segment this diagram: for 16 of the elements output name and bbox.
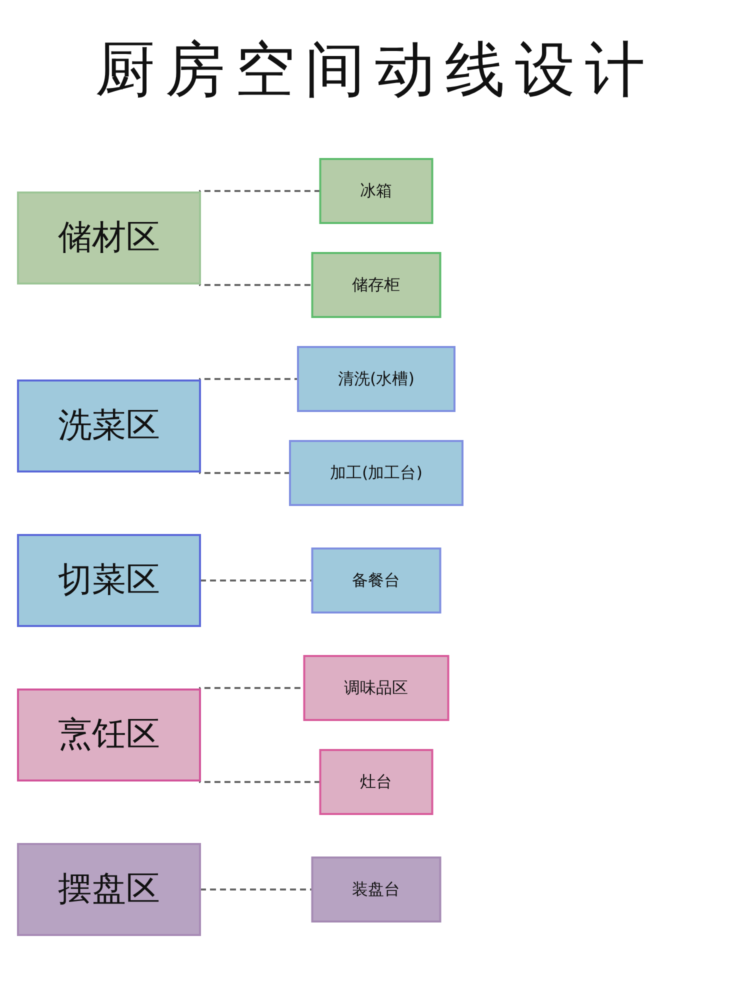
node-box: 加工(加工台) — [289, 440, 464, 506]
node-box: 烹饪区 — [17, 688, 201, 782]
node-box: 装盘台 — [311, 856, 442, 922]
node-box: 灶台 — [319, 749, 434, 815]
connector — [199, 888, 312, 890]
node-box: 储存柜 — [311, 252, 442, 318]
node-box: 冰箱 — [319, 158, 434, 224]
node-box: 储材区 — [17, 192, 201, 284]
node-box: 摆盘区 — [17, 843, 201, 936]
node-box: 备餐台 — [311, 548, 442, 614]
node-box: 清洗(水槽) — [297, 346, 456, 412]
node-box: 切菜区 — [17, 534, 201, 627]
diagram-title: 厨房空间动线设计 — [94, 34, 656, 107]
node-box: 调味品区 — [303, 655, 450, 721]
connector — [199, 580, 312, 582]
node-box: 洗菜区 — [17, 380, 201, 472]
